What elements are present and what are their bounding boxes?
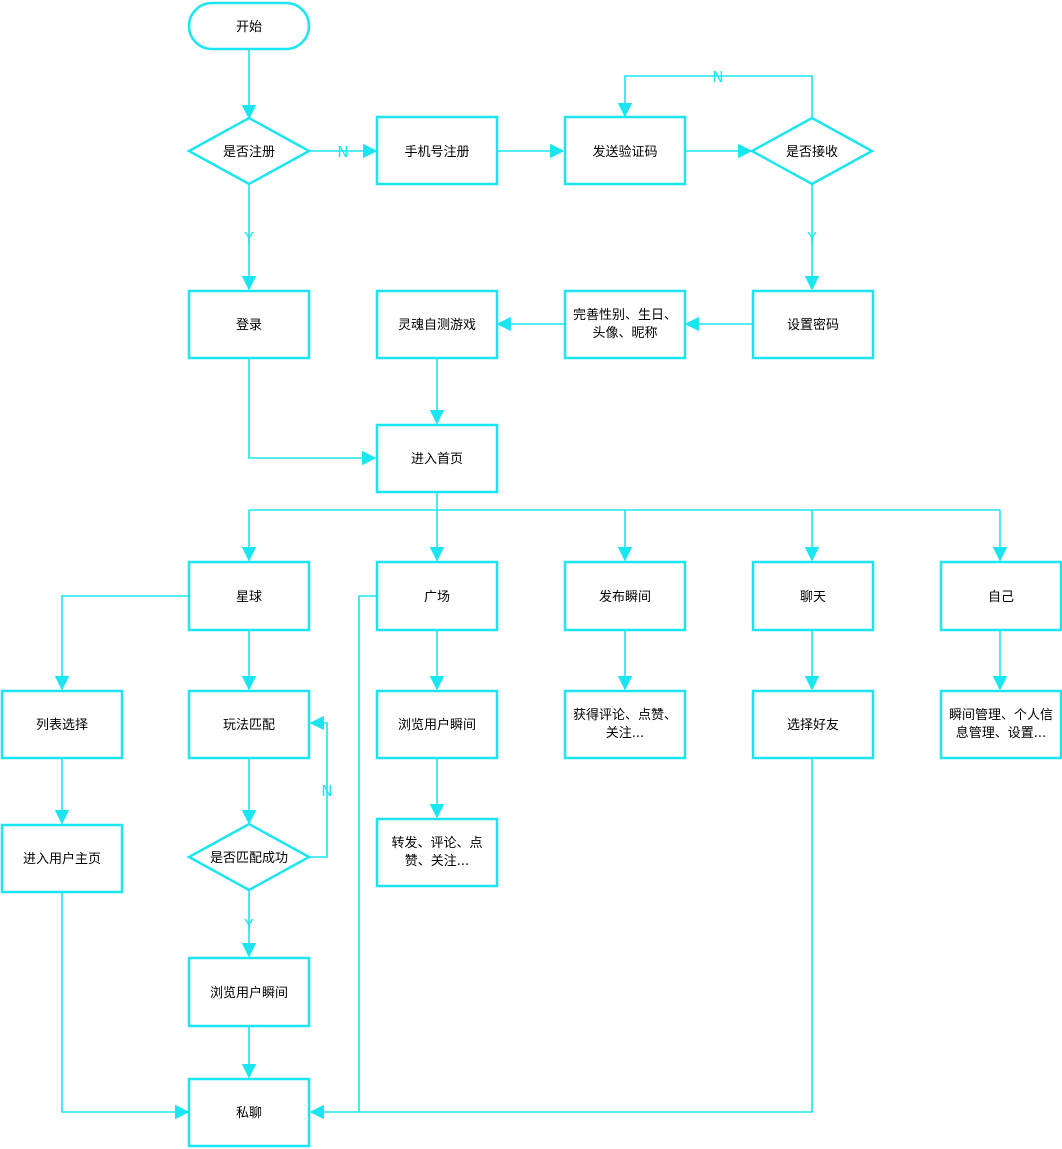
edge-login-to-home	[248, 358, 377, 466]
edge-is-received-loop-to-send-code	[617, 75, 813, 118]
label-registered: Y	[243, 229, 254, 247]
node-get-comments: 获得评论、点赞、 关注...	[563, 689, 687, 760]
node-planet-label: 星球	[236, 590, 262, 605]
label-received: Y	[806, 229, 817, 247]
edge-is-match-loop-to-play-match	[309, 715, 328, 858]
edge-planet-to-list-select	[54, 595, 189, 691]
node-enter-user-home: 进入用户主页	[0, 823, 124, 894]
label-match-fail: N	[321, 782, 332, 800]
node-complete-profile-label-line-1: 完善性别、生日、	[573, 307, 677, 323]
node-set-password-label: 设置密码	[787, 317, 839, 333]
node-browse-moments-match-label: 浏览用户瞬间	[210, 985, 288, 1001]
node-get-comments-label-line-1: 获得评论、点赞、	[573, 707, 677, 723]
node-self-manage-label-line-2: 息管理、设置...	[956, 725, 1046, 741]
node-forward-comment-label-line-2: 赞、关注...	[405, 854, 469, 869]
node-square: 广场	[375, 560, 499, 632]
node-soul-test-label: 灵魂自测游戏	[398, 317, 476, 333]
node-complete-profile: 完善性别、生日、 头像、昵称	[563, 289, 687, 360]
node-login: 登录	[187, 289, 311, 360]
node-square-label: 广场	[424, 590, 450, 605]
connectors	[54, 50, 1008, 1120]
node-self-label: 自己	[988, 590, 1014, 605]
node-self-manage-label-line-1: 瞬间管理、个人信	[949, 708, 1053, 723]
node-is-registered-label: 是否注册	[223, 145, 275, 160]
node-select-friend: 选择好友	[751, 689, 875, 760]
node-is-received-label: 是否接收	[786, 144, 838, 160]
node-is-match-success-label: 是否匹配成功	[210, 851, 288, 866]
node-forward-comment-label-line-1: 转发、评论、点	[391, 835, 482, 851]
node-play-match: 玩法匹配	[187, 689, 311, 760]
node-complete-profile-label-line-2: 头像、昵称	[592, 326, 657, 341]
node-select-friend-label: 选择好友	[787, 717, 839, 733]
node-enter-user-home-label: 进入用户主页	[23, 851, 101, 867]
node-private-chat-label: 私聊	[236, 1106, 262, 1121]
node-chat: 聊天	[751, 560, 875, 632]
node-browse-moments-match: 浏览用户瞬间	[187, 956, 311, 1028]
node-chat-label: 聊天	[800, 590, 826, 605]
node-self: 自己	[939, 560, 1062, 632]
node-post-moment-label: 发布瞬间	[599, 589, 651, 605]
node-start-label: 开始	[236, 20, 262, 35]
node-play-match-label: 玩法匹配	[223, 718, 275, 733]
node-private-chat: 私聊	[187, 1077, 311, 1148]
node-is-received: 是否接收	[749, 116, 875, 186]
node-planet: 星球	[187, 560, 311, 632]
label-match-success: Y	[243, 916, 254, 934]
node-phone-register-label: 手机号注册	[404, 145, 469, 160]
node-self-manage: 瞬间管理、个人信 息管理、设置...	[939, 689, 1062, 760]
node-home: 进入首页	[375, 423, 499, 494]
edge-select-friend-to-private-chat	[309, 758, 813, 1120]
node-browse-moments-square: 浏览用户瞬间	[375, 689, 499, 760]
label-not-received: N	[712, 68, 723, 86]
node-set-password: 设置密码	[751, 289, 875, 360]
label-not-registered: N	[337, 143, 348, 161]
node-list-select-label: 列表选择	[36, 718, 88, 733]
node-post-moment: 发布瞬间	[563, 560, 687, 632]
node-soul-test: 灵魂自测游戏	[375, 289, 499, 360]
node-is-match-success: 是否匹配成功	[186, 822, 312, 892]
node-send-code-label: 发送验证码	[592, 144, 657, 160]
edge-square-to-private-chat	[358, 595, 376, 1112]
node-is-registered: 是否注册	[186, 116, 312, 186]
node-phone-register: 手机号注册	[375, 115, 499, 186]
edge-home-branch-bus	[249, 492, 1000, 511]
node-start: 开始	[187, 1, 311, 51]
node-login-label: 登录	[236, 318, 262, 333]
node-forward-comment: 转发、评论、点 赞、关注...	[375, 817, 499, 888]
node-home-label: 进入首页	[411, 452, 463, 467]
node-send-code: 发送验证码	[563, 115, 687, 186]
edge-user-home-to-private-chat	[61, 892, 190, 1120]
node-list-select: 列表选择	[0, 689, 124, 760]
edge-labels: N Y N Y N Y	[243, 68, 817, 934]
node-get-comments-label-line-2: 关注...	[606, 726, 644, 741]
node-browse-moments-square-label: 浏览用户瞬间	[398, 717, 476, 733]
